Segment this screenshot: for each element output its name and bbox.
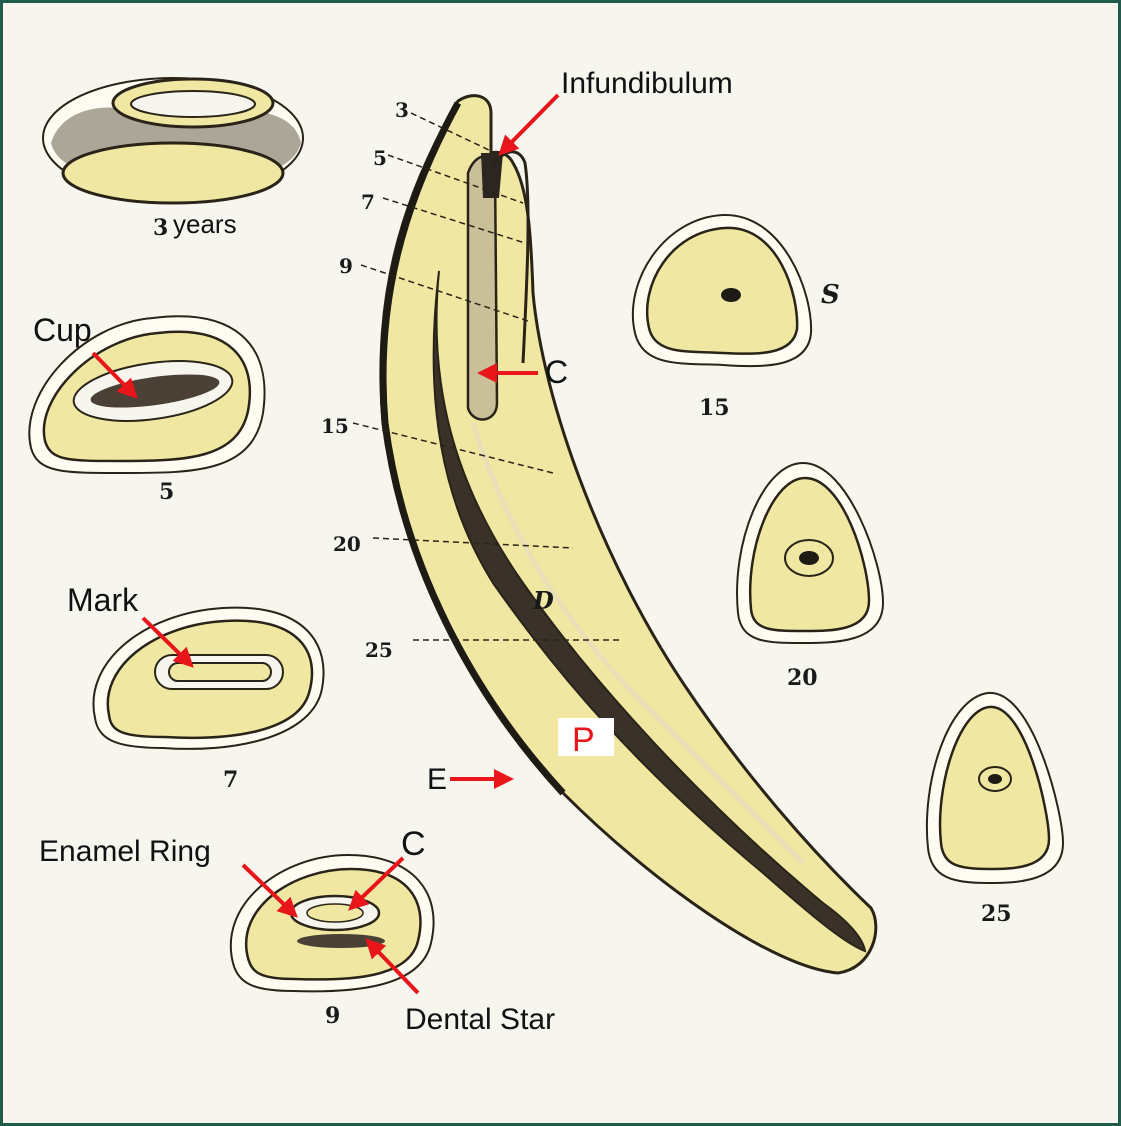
enamel-ring-label: Enamel Ring: [39, 835, 211, 868]
level-25: 25: [365, 638, 393, 662]
dental-star-label: Dental Star: [405, 1003, 555, 1036]
level-3: 3: [395, 98, 409, 122]
section-15-number: 15: [699, 395, 730, 421]
level-15: 15: [321, 414, 349, 438]
p-label: P: [572, 721, 595, 759]
level-7: 7: [361, 190, 375, 214]
section-7-number: 7: [223, 767, 238, 793]
section-15: [633, 215, 811, 366]
c-top-label: C: [545, 354, 568, 390]
section-5-number: 5: [159, 479, 174, 505]
section-25: [927, 693, 1063, 883]
level-20: 20: [333, 532, 361, 556]
infundibulum-arrow: [501, 95, 558, 153]
section-3-unit: years: [173, 209, 237, 239]
section-9-number: 9: [325, 1003, 340, 1029]
tooth-wear-diagram: 3 years 5 7 9 15 20 25 3 5 7 9 15 20 25 …: [3, 3, 1118, 1123]
mark-label: Mark: [67, 582, 139, 618]
section-25-number: 25: [981, 901, 1012, 927]
infundibulum-label: Infundibulum: [561, 67, 733, 100]
level-5: 5: [373, 146, 387, 170]
section-7: [93, 608, 323, 749]
section-9: [231, 855, 434, 991]
cup-label: Cup: [33, 312, 92, 348]
section-3-number: 3: [153, 215, 168, 241]
figure-panel: 3 years 5 7 9 15 20 25 3 5 7 9 15 20 25 …: [3, 3, 1118, 1123]
section-20-number: 20: [787, 665, 818, 691]
d-label: D: [532, 586, 554, 615]
e-label: E: [427, 763, 447, 796]
c-bottom-label: C: [401, 825, 426, 863]
s-label: S: [821, 280, 840, 310]
section-3-years: [43, 78, 303, 203]
level-9: 9: [339, 254, 353, 278]
section-20: [737, 463, 883, 643]
